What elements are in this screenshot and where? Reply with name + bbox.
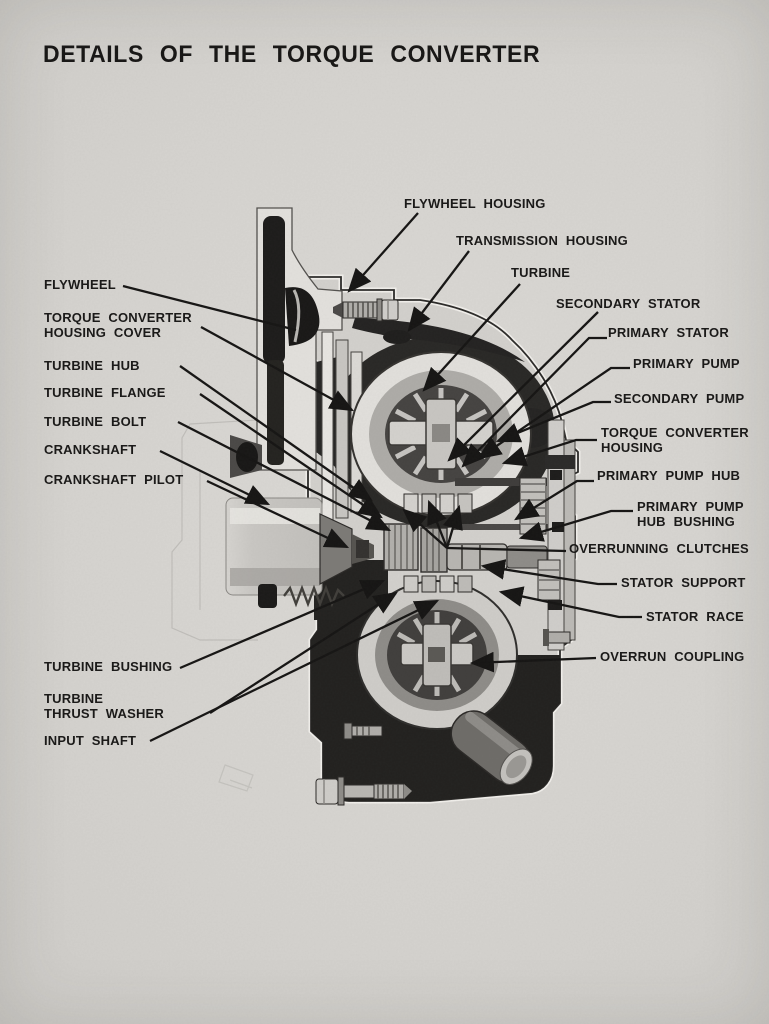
callout-stator-support: STATOR SUPPORT bbox=[621, 575, 746, 590]
callout-crankshaft: CRANKSHAFT bbox=[44, 442, 137, 457]
callout-stator-race: STATOR RACE bbox=[646, 609, 744, 624]
callout-transmission-housing: TRANSMISSION HOUSING bbox=[456, 233, 628, 248]
callout-turbine: TURBINE bbox=[511, 265, 571, 280]
callout-torque-converter-housing: TORQUE CONVERTER HOUSING bbox=[601, 425, 749, 455]
callout-overrun-coupling: OVERRUN COUPLING bbox=[600, 649, 745, 664]
upper-torus bbox=[350, 351, 532, 517]
upper-mounting-bolt bbox=[333, 298, 399, 322]
callout-overrunning-clutches: OVERRUNNING CLUTCHES bbox=[569, 541, 749, 556]
callout-turbine-bolt: TURBINE BOLT bbox=[44, 414, 147, 429]
callout-primary-pump-hub-bushing: PRIMARY PUMP HUB BUSHING bbox=[637, 499, 744, 529]
callout-turbine-thrust-washer: TURBINE THRUST WASHER bbox=[44, 691, 164, 721]
callout-primary-pump-hub: PRIMARY PUMP HUB bbox=[597, 468, 741, 483]
callout-turbine-hub: TURBINE HUB bbox=[44, 358, 140, 373]
callout-torque-converter-housing-cover: TORQUE CONVERTER HOUSING COVER bbox=[44, 310, 192, 340]
leader-flywheel-housing bbox=[347, 212, 419, 293]
callout-crankshaft-pilot: CRANKSHAFT PILOT bbox=[44, 472, 184, 487]
callout-primary-pump: PRIMARY PUMP bbox=[633, 356, 740, 371]
callout-input-shaft: INPUT SHAFT bbox=[44, 733, 137, 748]
callout-turbine-flange: TURBINE FLANGE bbox=[44, 385, 166, 400]
callout-primary-stator: PRIMARY STATOR bbox=[608, 325, 729, 340]
flywheel-and-cover bbox=[230, 207, 363, 523]
callout-flywheel: FLYWHEEL bbox=[44, 277, 116, 292]
ghost-engine-outline bbox=[171, 419, 259, 792]
spline-gears bbox=[383, 523, 448, 573]
callout-flywheel-housing: FLYWHEEL HOUSING bbox=[404, 196, 546, 211]
callout-turbine-bushing: TURBINE BUSHING bbox=[44, 659, 173, 674]
flywheel-ring bbox=[263, 216, 285, 364]
callout-secondary-pump: SECONDARY PUMP bbox=[614, 391, 745, 406]
callout-secondary-stator: SECONDARY STATOR bbox=[556, 296, 701, 311]
